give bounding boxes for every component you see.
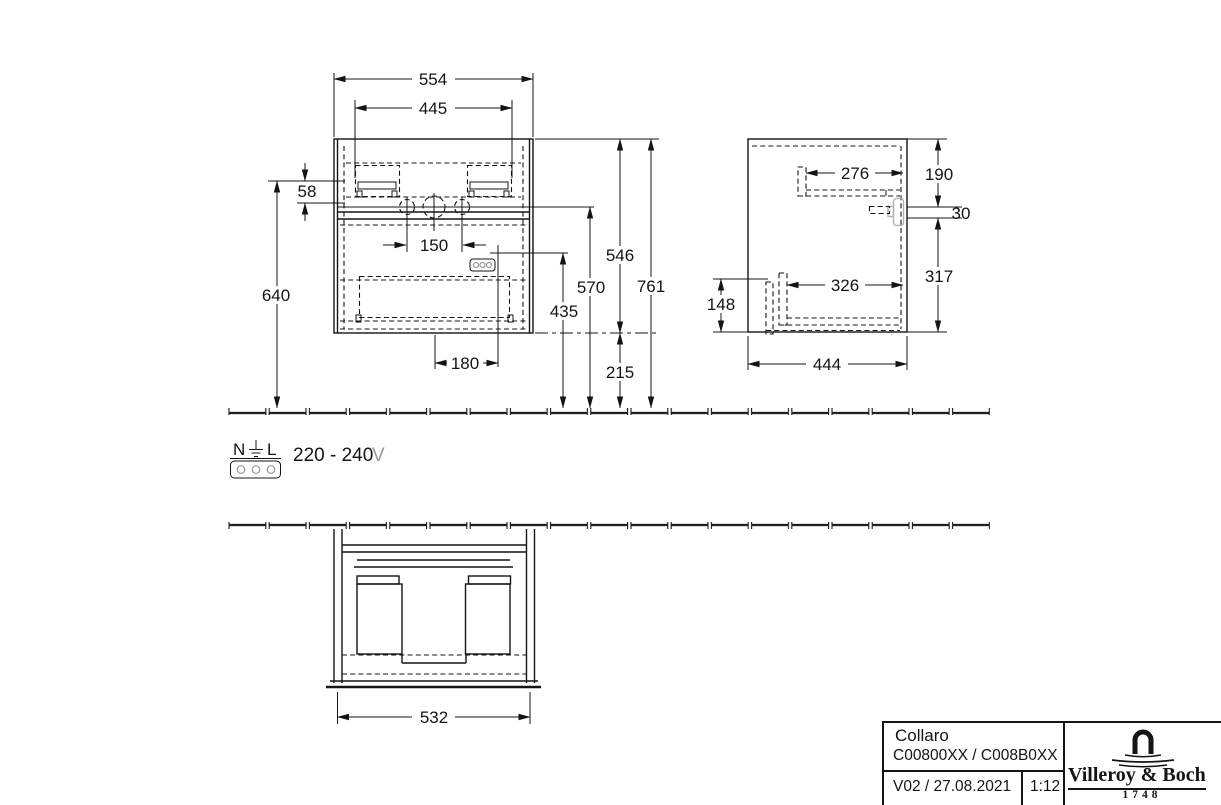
- dim-front-640: 640: [262, 286, 290, 305]
- dim-front-58: 58: [298, 182, 317, 201]
- wall-mount-bracket: [887, 197, 905, 227]
- brand-name: Villeroy & Boch: [1068, 764, 1206, 790]
- wall-hatch-strip-upper: [228, 408, 990, 415]
- tap-hole-center: [420, 193, 448, 231]
- dim-side-444: 444: [813, 355, 841, 374]
- voltage-label: 220 - 240: [293, 445, 373, 466]
- title-block-divider-row: [882, 770, 1065, 772]
- dim-side-30: 30: [952, 204, 971, 223]
- dim-front-554: 554: [419, 70, 447, 89]
- dim-side-190: 190: [925, 165, 953, 184]
- socket-icon: [230, 460, 281, 479]
- version-date: V02 / 27.08.2021: [893, 778, 1012, 795]
- power-connection-symbol: N L 220 - 240 V: [230, 440, 385, 479]
- dim-front-570: 570: [577, 278, 605, 297]
- bottom-view: [326, 529, 541, 689]
- terminal-l-label: L: [267, 440, 276, 459]
- dim-front-435: 435: [550, 302, 578, 321]
- dim-bottom-532: 532: [420, 708, 448, 727]
- side-view-dimensions: 276 190 30 317 326 148 444: [703, 138, 971, 374]
- dim-side-317: 317: [925, 267, 953, 286]
- title-block-border-left: [882, 721, 884, 805]
- tap-hole-right: [452, 197, 472, 252]
- title-block-border-top: [882, 721, 1221, 723]
- dim-front-215: 215: [606, 363, 634, 382]
- earth-ground-icon: [249, 440, 263, 457]
- brand-year: 1748: [1122, 789, 1162, 801]
- drawing-scale: 1:12: [1030, 778, 1061, 795]
- title-block-divider-logo: [1063, 721, 1065, 805]
- dim-side-148: 148: [707, 295, 735, 314]
- dim-front-180: 180: [451, 354, 479, 373]
- title-block-divider-scale: [1021, 770, 1023, 805]
- front-view: [333, 138, 594, 367]
- voltage-unit-label: V: [372, 445, 385, 466]
- power-socket-box: [469, 258, 496, 272]
- dim-front-546: 546: [606, 246, 634, 265]
- brand-logo-icon: [1111, 729, 1175, 768]
- wall-hatch-strip-lower: [228, 522, 990, 529]
- tap-hole-left: [397, 197, 417, 252]
- bottom-view-dimensions: 532: [337, 692, 531, 727]
- dim-front-445: 445: [419, 99, 447, 118]
- side-view: [747, 138, 962, 335]
- front-view-dimensions: 554 445 58 640 150 180 435: [258, 70, 671, 409]
- dim-front-150: 150: [420, 236, 448, 255]
- dim-front-761: 761: [637, 277, 665, 296]
- dim-side-326: 326: [831, 276, 859, 295]
- dim-side-276: 276: [841, 164, 869, 183]
- article-numbers: C00800XX / C008B0XX: [893, 747, 1058, 764]
- terminal-n-label: N: [233, 440, 245, 459]
- product-name: Collaro: [895, 726, 949, 745]
